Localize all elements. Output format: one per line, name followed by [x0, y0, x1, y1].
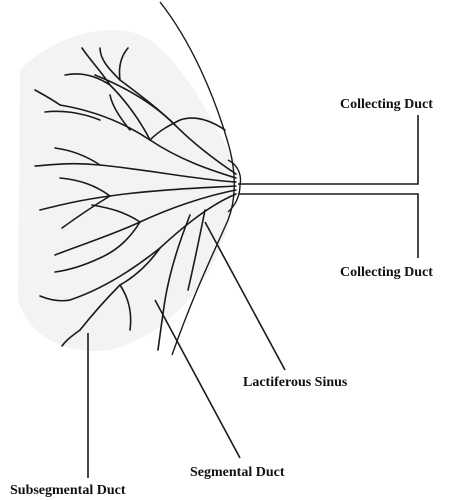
label-segmental-duct: Segmental Duct	[190, 465, 285, 480]
label-collecting-duct-top: Collecting Duct	[340, 97, 433, 112]
label-collecting-duct-bottom: Collecting Duct	[340, 265, 433, 280]
label-subsegmental-duct: Subsegmental Duct	[10, 483, 126, 498]
leader-collecting-duct-bottom	[238, 193, 419, 258]
leader-segmental-duct	[154, 299, 241, 459]
leader-lactiferous-sinus	[204, 221, 286, 371]
leader-collecting-duct-top	[238, 115, 419, 185]
nipple-outline	[227, 159, 242, 213]
glandular-tissue-shading	[18, 30, 237, 351]
duct-tree	[34, 47, 237, 351]
label-lactiferous-sinus: Lactiferous Sinus	[243, 375, 348, 390]
